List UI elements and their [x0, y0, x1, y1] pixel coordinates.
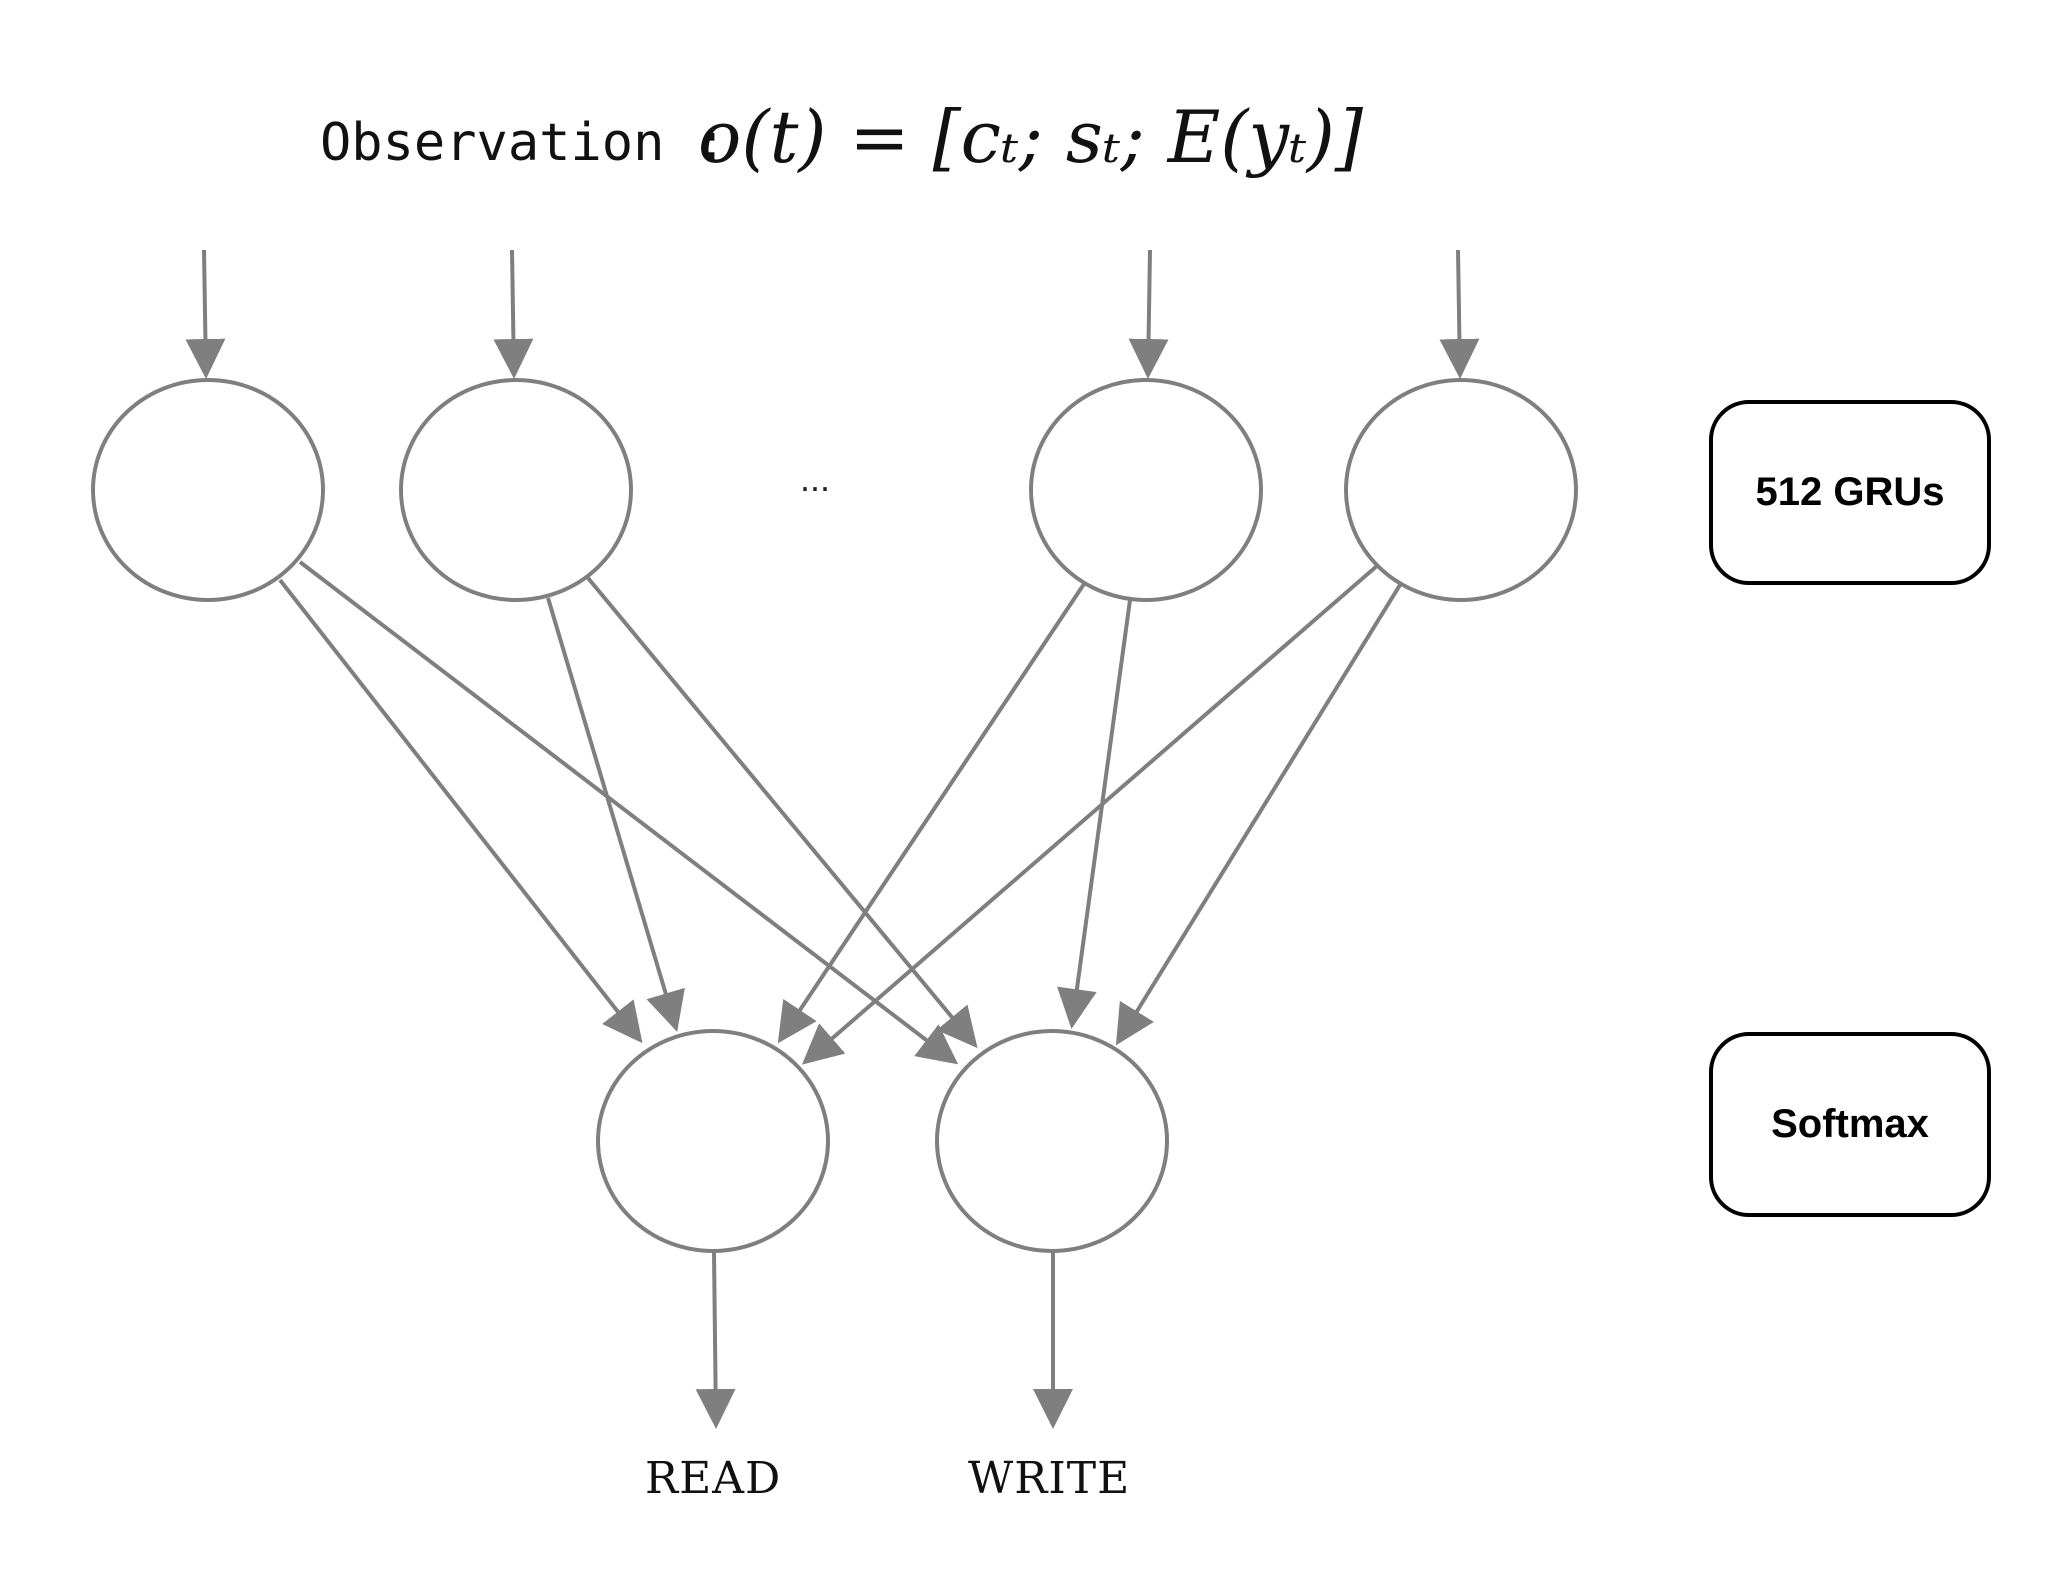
observation-title: Observation : o(t) = [cₜ; sₜ; E(yₜ)]	[0, 95, 1700, 185]
observation-formula: o(t) = [cₜ; sₜ; E(yₜ)]	[698, 95, 1363, 179]
edge-g3-write	[1057, 599, 1132, 1029]
gru-layer-label: 512 GRUs	[1709, 400, 1991, 585]
softmax-layer	[596, 1029, 1169, 1253]
gru-layer	[91, 378, 1578, 602]
edge-g4-read	[801, 563, 1380, 1065]
gru-node-4	[1344, 378, 1578, 602]
softmax-layer-label: Softmax	[1709, 1032, 1991, 1217]
input-arrow-3	[1128, 249, 1169, 379]
output-arrows	[695, 1251, 1073, 1429]
output-label-write: WRITE	[968, 1453, 1131, 1504]
input-arrows	[185, 249, 1480, 379]
edge-g4-write	[1115, 583, 1402, 1046]
connections	[278, 560, 1402, 1065]
input-arrow-2	[493, 249, 534, 379]
edge-g1-write	[298, 560, 959, 1065]
gru-node-1	[91, 378, 325, 602]
softmax-node-read	[596, 1029, 830, 1253]
softmax-node-write	[935, 1029, 1169, 1253]
gru-node-3	[1029, 378, 1263, 602]
edge-g2-write	[586, 576, 978, 1049]
edge-g3-read	[777, 582, 1086, 1044]
gru-node-2	[399, 378, 633, 602]
edge-g2-read	[546, 597, 685, 1032]
output-label-read: READ	[645, 1453, 782, 1504]
ellipsis-more-units: ...	[800, 458, 831, 499]
input-arrow-1	[185, 249, 226, 379]
output-arrow-read	[695, 1251, 736, 1429]
input-arrow-4	[1439, 249, 1480, 379]
observation-label: Observation :	[320, 113, 727, 173]
edge-g1-read	[278, 578, 643, 1044]
